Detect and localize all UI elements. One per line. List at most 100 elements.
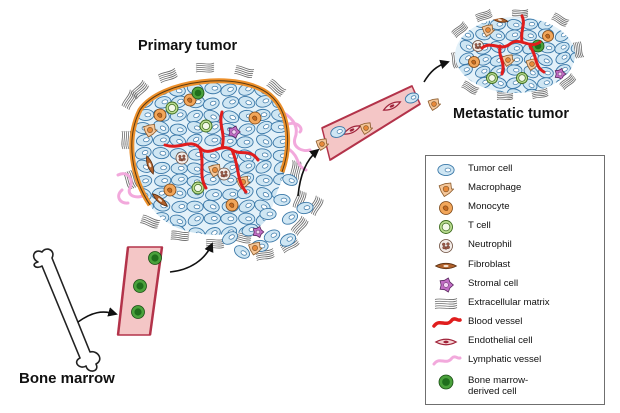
legend-label: Fibroblast — [468, 259, 511, 270]
tumor-cell — [263, 229, 281, 243]
tumor-cell — [202, 97, 220, 110]
macrophage — [438, 182, 455, 197]
extracellular-matrix-fiber — [170, 230, 190, 241]
stromal-cell — [228, 125, 241, 139]
tumor-cell — [136, 83, 153, 97]
fibroblast — [146, 155, 154, 175]
tumor-cell-icon — [437, 164, 455, 176]
legend-item: Fibroblast — [426, 258, 604, 274]
macrophage — [143, 124, 158, 138]
tumor-cell — [256, 120, 273, 135]
legend-item: Macrophage — [426, 181, 604, 197]
legend-item: Stromal cell — [426, 277, 604, 293]
extracellular-matrix-fiber — [572, 41, 585, 59]
tumor-cell — [474, 90, 490, 93]
t-cell — [199, 119, 213, 133]
legend-label: Lymphatic vessel — [468, 354, 542, 365]
tumor-cell — [238, 212, 256, 225]
tumor-cell — [238, 96, 256, 109]
t-cell — [165, 101, 179, 115]
extracellular-matrix-fiber — [234, 65, 255, 78]
t-cell — [486, 72, 498, 84]
tumor-cell — [555, 51, 571, 65]
macrophage — [208, 164, 223, 178]
blood-vessel-metastatic — [480, 14, 546, 76]
tumor-cell — [220, 212, 238, 225]
stromal-cell — [554, 67, 567, 81]
neutrophil-icon — [439, 239, 453, 253]
blood-vessel-icon — [432, 317, 462, 328]
circulating-vessel — [321, 84, 421, 162]
metastatic-tumor — [455, 17, 575, 93]
tumor-cell — [222, 110, 240, 124]
tumor-cell — [554, 88, 570, 93]
extracellular-matrix-fiber — [205, 238, 225, 249]
legend-item: Extracellular matrix — [426, 296, 604, 312]
neutrophil — [175, 151, 189, 165]
legend-item: Endothelial cell — [426, 334, 604, 350]
legend-label: Stromal cell — [468, 278, 519, 289]
macrophage-icon — [438, 182, 455, 197]
tumor-cell — [220, 83, 238, 97]
monocyte — [183, 93, 197, 107]
tumor-cell — [282, 174, 298, 186]
extracellular-matrix-fiber — [511, 9, 529, 19]
tumor-cell — [222, 96, 240, 109]
tumor-cell — [170, 162, 188, 175]
t-cell — [191, 181, 205, 195]
macrophage — [501, 54, 515, 67]
tumor-cell — [256, 134, 273, 148]
metastatic-tumor-label: Metastatic tumor — [453, 106, 570, 122]
circulating-cells — [315, 92, 441, 151]
monocyte — [542, 30, 554, 42]
monocyte — [468, 56, 480, 68]
legend-item: T cell — [426, 219, 604, 235]
macrophage — [427, 98, 441, 111]
tumor-cell — [489, 29, 506, 42]
monocyte — [225, 198, 239, 212]
tumor-cell — [288, 96, 290, 110]
legend-item: Blood vessel — [426, 315, 604, 331]
tumor-cell — [202, 173, 220, 186]
tumor-cell — [281, 211, 299, 225]
stromal-cell — [252, 225, 265, 239]
tumor-cell — [186, 162, 204, 175]
legend-label: Bone marrow- derived cell — [468, 375, 529, 397]
extracellular-matrix-fiber — [451, 21, 469, 39]
t-cell — [439, 220, 453, 234]
tumor-cell — [254, 148, 272, 161]
tumor-cell — [169, 214, 187, 228]
invasive-front — [222, 174, 314, 259]
tumor-cell — [259, 208, 277, 220]
tumor-cell — [238, 160, 256, 173]
extracellular-matrix-fiber — [121, 89, 138, 110]
tumor-cell — [571, 29, 575, 41]
macrophage — [359, 122, 373, 135]
extracellular-matrix-fiber — [474, 8, 493, 23]
lymphatic-vessel-icon — [432, 355, 462, 366]
legend-label: Endothelial cell — [468, 335, 533, 346]
neutrophil — [439, 239, 453, 253]
macrophage — [248, 242, 263, 256]
stromal-cell-icon — [439, 277, 455, 293]
extracellular-matrix-fiber — [559, 73, 577, 91]
monocyte — [248, 111, 262, 125]
tumor-cell — [507, 43, 524, 55]
tumor-cell — [203, 109, 221, 123]
t-cell — [516, 72, 528, 84]
tumor-cell — [255, 174, 273, 187]
tumor-cell — [203, 212, 221, 225]
legend-item: Lymphatic vessel — [426, 353, 604, 369]
monocyte-icon — [439, 201, 453, 215]
tumor-cell — [507, 88, 523, 93]
extracellular-matrix-fiber — [290, 215, 309, 236]
tumor-cell — [287, 83, 290, 96]
arrows — [77, 59, 450, 323]
tumor-cell — [204, 227, 221, 235]
fibroblast — [152, 193, 168, 207]
bone-marrow-derived-cell — [438, 374, 454, 390]
bone-marrow-derived-cell — [148, 251, 162, 265]
tumor-cell — [203, 199, 220, 213]
extracellular-matrix-metastatic — [450, 8, 585, 101]
